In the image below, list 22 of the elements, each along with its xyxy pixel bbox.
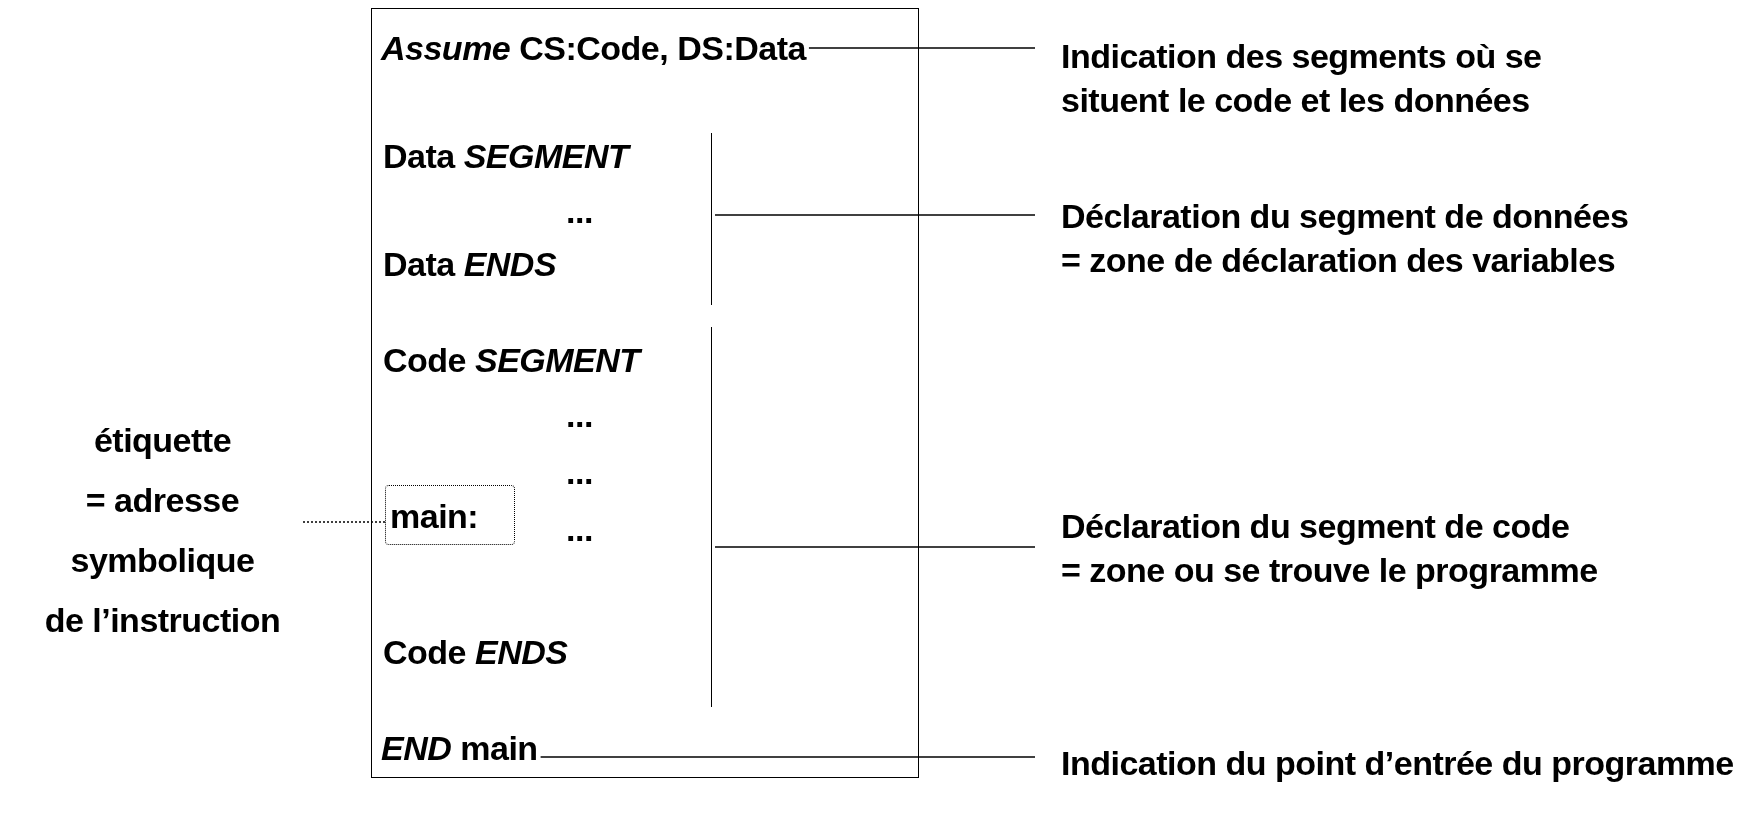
code-text: Assume CS:Code, DS:Data bbox=[381, 28, 806, 68]
leader-line bbox=[714, 546, 1036, 548]
leader-line bbox=[714, 214, 1036, 216]
program-frame bbox=[371, 8, 919, 778]
code-block bbox=[381, 327, 712, 707]
annotation-text: étiquette = adresse symbolique de l’instruction bbox=[43, 420, 282, 641]
annotation-text: Indication des segments où se situent le code et les données bbox=[1061, 36, 1543, 121]
code-text: ... bbox=[566, 452, 593, 492]
code-text: Code ENDS bbox=[383, 632, 568, 672]
label-text: main: bbox=[390, 496, 479, 536]
leader-line bbox=[539, 756, 1036, 758]
code-text: Data SEGMENT bbox=[383, 136, 629, 176]
code-text: ... bbox=[566, 395, 593, 435]
code-text: END main bbox=[381, 728, 538, 768]
code-text: Data ENDS bbox=[383, 244, 557, 284]
annotation-text: Déclaration du segment de code = zone ou se trouve le programme bbox=[1061, 506, 1599, 591]
leader-line bbox=[808, 47, 1036, 49]
annotation-text: Déclaration du segment de données = zone de déclaration des variables bbox=[1061, 196, 1630, 281]
leader-line bbox=[302, 521, 386, 523]
code-text: ... bbox=[566, 191, 593, 231]
code-text: ... bbox=[566, 509, 593, 549]
annotation-text: Indication du point d’entrée du programme bbox=[1061, 743, 1735, 784]
